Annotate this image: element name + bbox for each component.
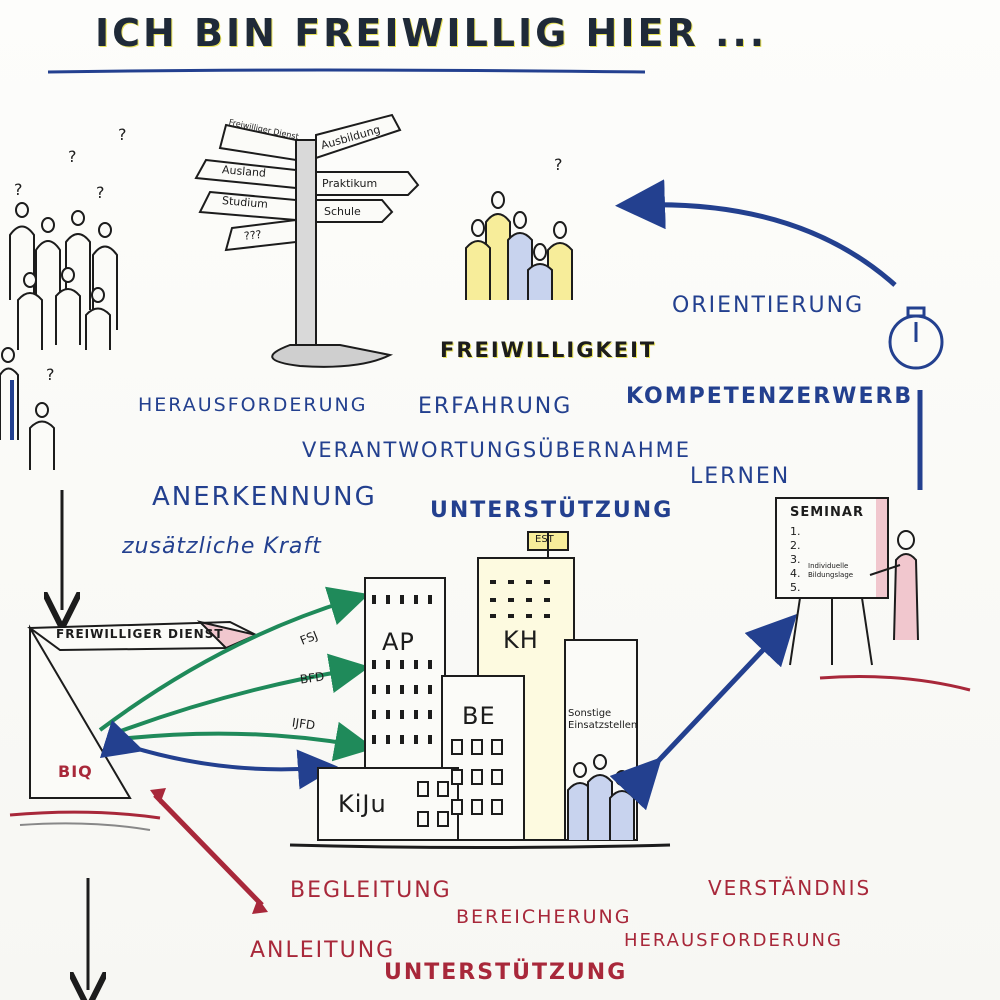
word-kompetenzerwerb: KOMPETENZERWERB [626,384,914,409]
svg-text:?: ? [14,180,23,199]
page-title: ICH BIN FREIWILLIG HIER ... [95,11,768,55]
svg-text:?: ? [554,155,563,174]
svg-text:?: ? [96,183,105,202]
seminar-note: Individuelle Bildungslage [808,562,854,579]
word-begleitung: BEGLEITUNG [290,878,452,903]
svg-text:?: ? [118,125,127,144]
seminar-item-5: 5. [790,581,801,594]
seminar-ground [819,675,971,692]
flag-label: FREIWILLIGER DIENST [56,627,224,641]
building-windows [372,580,550,744]
seminar-item-4: 4. [790,567,801,580]
signpost [194,113,420,368]
biq-support-arrow [153,793,264,907]
title-underline [47,68,646,74]
word-anerkennung: ANERKENNUNG [152,482,377,512]
word-unterstuetzung-red: UNTERSTÜTZUNG [384,960,628,985]
program-bfd: BFD [299,669,326,687]
building-ap-label: AP [382,628,415,656]
stopwatch-icon [888,306,944,370]
seminar-board [775,497,919,666]
word-erfahrung: ERFAHRUNG [418,394,573,419]
building-est-label: EST [535,534,554,545]
word-bereicherung: BEREICHERUNG [456,906,632,928]
word-orientierung: ORIENTIERUNG [672,293,865,318]
svg-text:?: ? [68,147,77,166]
signpost-label-praktikum: Praktikum [322,177,378,190]
volunteer-group: ? [465,155,573,300]
buildings-seminar-arrow [609,613,798,811]
ground-line [289,843,671,849]
seminar-title: SEMINAR [790,505,864,520]
program-ijfd: IJFD [291,715,317,733]
freiwilligkeit-label: FREIWILLIGKEIT [440,338,657,362]
seminar-item-2: 2. [790,539,801,552]
building-kiju-label: KiJu [338,790,387,818]
biq-buildings-arrow [99,719,338,790]
biq-label: BIQ [58,762,93,781]
word-herausforderung-red: HERAUSFORDERUNG [624,930,843,951]
seminar-item-1: 1. [790,525,801,538]
word-herausforderung-blue: HERAUSFORDERUNG [138,394,368,416]
signpost-label-questions: ??? [243,228,263,243]
signpost-label-schule: Schule [324,205,361,218]
be-windows [417,739,503,827]
word-zusaetzliche-kraft: zusätzliche Kraft [122,534,322,559]
biq-ground [9,810,161,820]
building-kh-label: KH [503,626,539,654]
svg-text:?: ? [46,365,55,384]
seminar-item-3: 3. [790,553,801,566]
crowd-with-questions: ? ? ? ? ? [0,125,127,470]
word-lernen: LERNEN [690,464,791,489]
orientation-arrow [615,179,897,287]
building-be-label: BE [462,702,496,730]
word-anleitung: ANLEITUNG [250,938,396,963]
word-unterstuetzung-blue: UNTERSTÜTZUNG [430,498,674,523]
word-verantwortungsuebernahme: VERANTWORTUNGSÜBERNAHME [302,438,692,462]
signpost-label-ausland: Ausland [221,163,267,180]
building-sonstige-label: Sonstige Einsatzstellen [568,708,638,731]
word-verstaendnis: VERSTÄNDNIS [708,876,872,900]
